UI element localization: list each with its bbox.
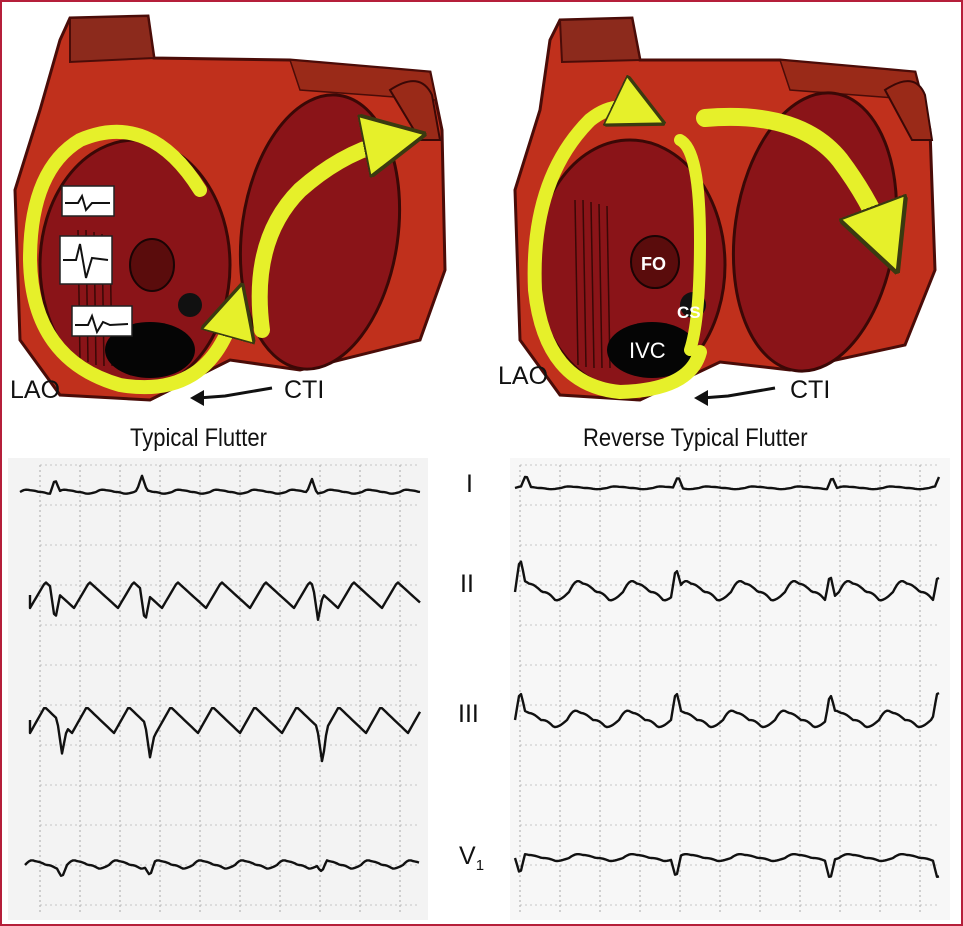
electrogram-box-3 [71,305,133,337]
coronary-sinus-label: CS [677,303,701,322]
lead-i-label: I [466,470,473,498]
right-cti-pointer [701,386,776,400]
typical-lead-i-trace [19,474,421,495]
electrogram-box-1 [61,185,115,217]
reverse-lead-v1-trace [513,853,940,878]
right-cti-label: CTI [790,376,830,404]
fossa-ovalis-label: FO [641,254,666,274]
left-cti-pointer [197,386,273,400]
right-heart-illustration [513,16,937,406]
reverse-lead-ii-trace [513,560,940,602]
electrogram-box-2 [59,235,113,285]
ivc-label: IVC [629,338,666,363]
lead-v1-letter: V [459,842,476,870]
reverse-lead-iii-trace [513,692,940,729]
typical-lead-ii-trace [28,581,421,621]
lead-v1-label: V1 [459,842,484,874]
fossa-ovalis [129,238,175,292]
lead-iii-label: III [458,700,479,728]
ecg-panel-typical-flutter [8,458,428,920]
reverse-typical-flutter-caption: Reverse Typical Flutter [583,424,808,452]
right-circuit-arrow-septal [527,108,707,400]
left-circuit-arrow-septal [22,124,235,395]
left-cti-label: CTI [284,376,324,404]
reverse-lead-i-trace [514,475,941,491]
left-view-label: LAO [10,376,60,404]
typical-lead-iii-trace [28,707,422,763]
left-circuit-arrow-lateral [251,140,395,338]
ecg-panel-reverse-typical-flutter [510,458,950,920]
typical-flutter-caption: Typical Flutter [130,424,267,452]
right-circuit-arrow-lateral [696,107,885,240]
coronary-sinus [178,293,202,317]
lead-ii-label: II [460,570,474,598]
left-heart-illustration [13,14,447,406]
right-view-label: LAO [498,362,548,390]
typical-lead-v1-trace [24,859,420,877]
right-circuit-arrow-roof [674,134,707,356]
lead-v1-subscript: 1 [475,857,485,874]
